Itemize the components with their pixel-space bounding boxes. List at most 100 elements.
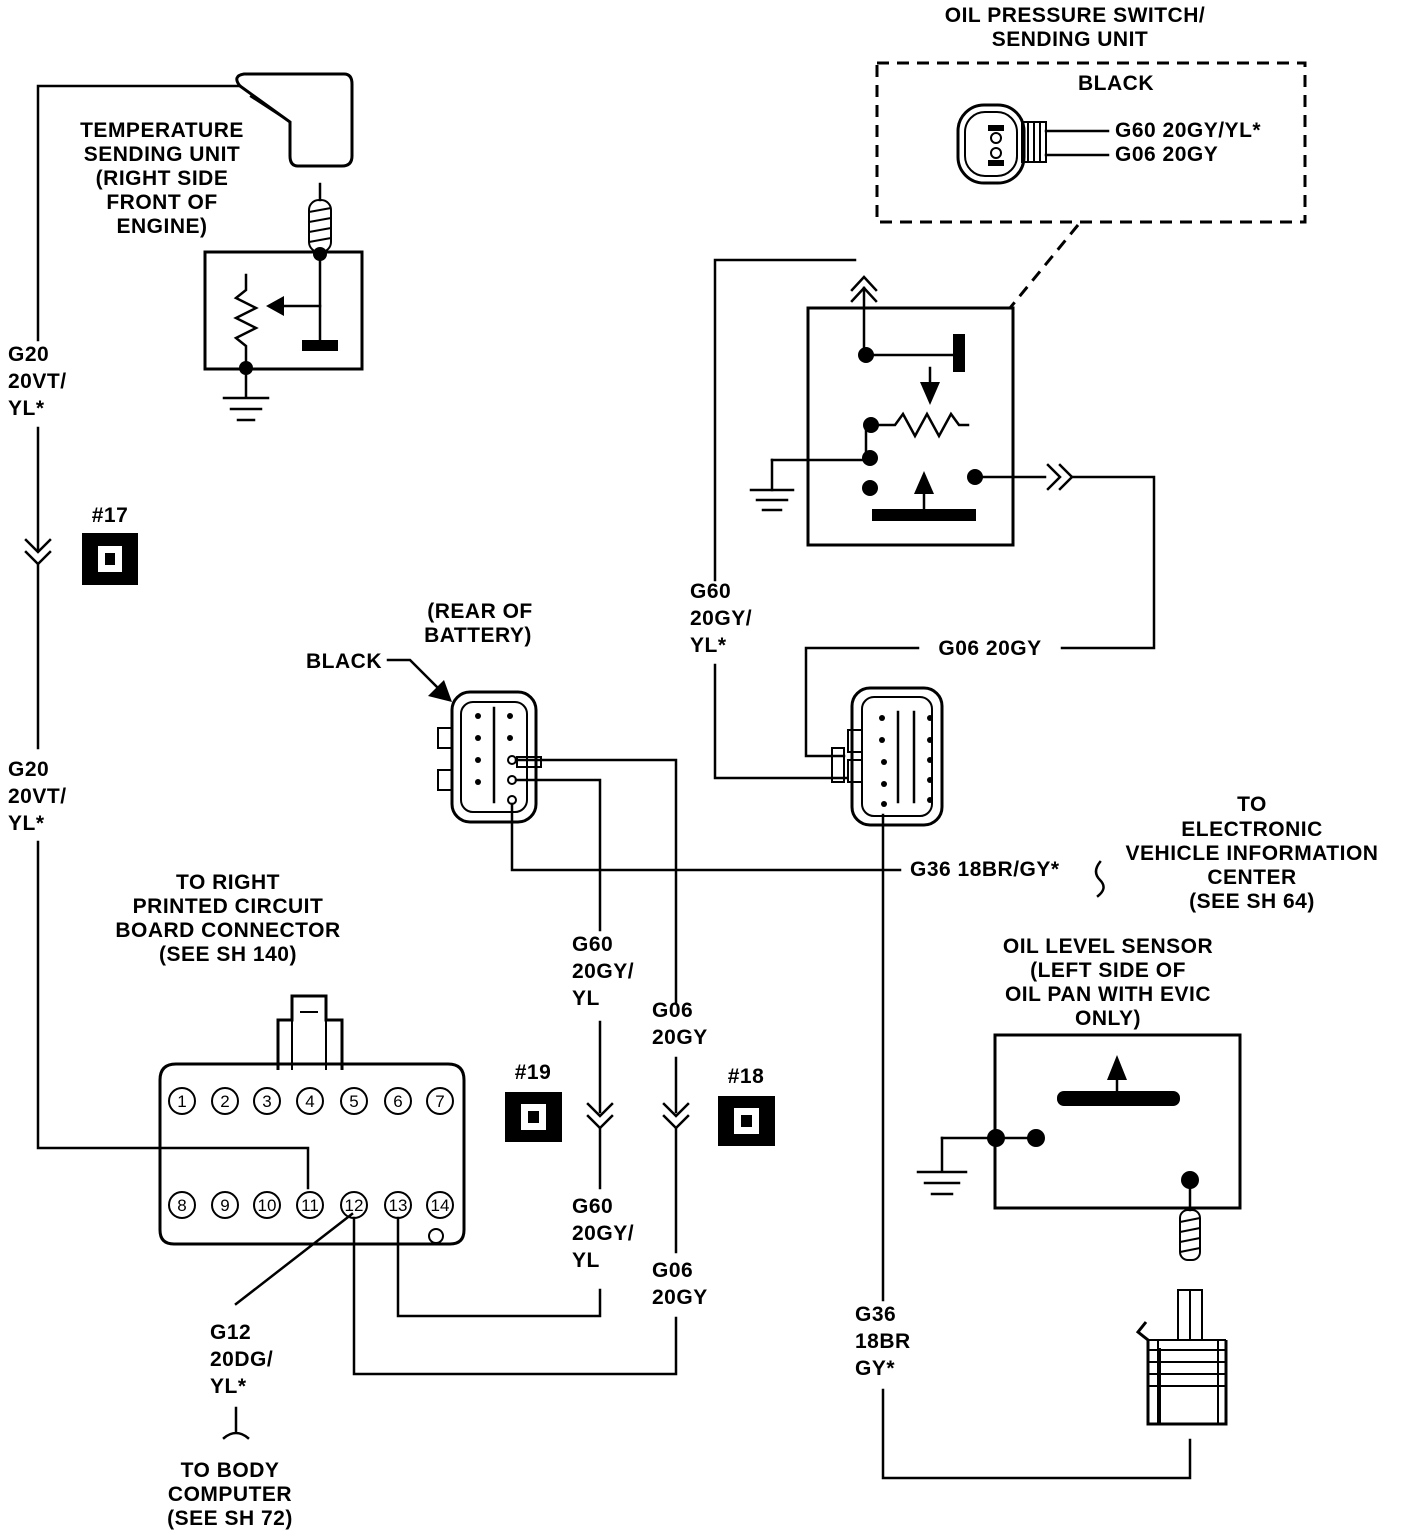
oil-level-sensor-label-2: (LEFT SIDE OF [1030, 959, 1186, 982]
right-connector [831, 686, 944, 827]
splice-17-label: #17 [92, 504, 129, 527]
oil-level-sensor: OIL LEVEL SENSOR (LEFT SIDE OF OIL PAN W… [916, 935, 1242, 1426]
pin-6: 6 [393, 1092, 402, 1111]
wire-g60-mid-lower-label-3: YL [572, 1249, 600, 1272]
pin-10: 10 [258, 1196, 277, 1215]
oil-pressure-wire-g06: G06 20GY [1115, 143, 1218, 166]
wire-g20-lower-label-1: G20 [8, 758, 49, 781]
oil-level-sensor-label-3: OIL PAN WITH EVIC [1005, 983, 1211, 1006]
wire-g60-right-label-1: G60 [690, 580, 731, 603]
wire-g60-right-label-2: 20GY/ [690, 607, 752, 630]
pin-11: 11 [301, 1196, 319, 1215]
splice-18-label: #18 [728, 1065, 765, 1088]
oil-level-sensor-label-4: ONLY) [1075, 1007, 1141, 1030]
body-computer-label-1: TO BODY [181, 1459, 280, 1482]
oil-pressure-switch-title-1: OIL PRESSURE SWITCH/ [945, 4, 1205, 27]
wire-g06-mid-upper-label-2: 20GY [652, 1026, 708, 1049]
evic-reference: G36 18BR/GY* TO ELECTRONIC VEHICLE INFOR… [910, 793, 1378, 913]
evic-label-2: ELECTRONIC [1181, 818, 1323, 841]
wire-g20-lower-label-2: 20VT/ [8, 785, 67, 808]
wire-g36-lower-label-1: G36 [855, 1303, 896, 1326]
wire-g60-mid-upper-label-3: YL [572, 987, 600, 1010]
splice-19-label: #19 [515, 1061, 552, 1084]
pin-13: 13 [389, 1196, 408, 1215]
battery-connector-label-1: (REAR OF [427, 600, 533, 623]
pin-12: 12 [345, 1196, 364, 1215]
splice-17: #17 [82, 504, 138, 585]
wire-g20-lower-label-3: YL* [8, 812, 45, 835]
temperature-sending-unit: TEMPERATURE SENDING UNIT (RIGHT SIDE FRO… [80, 72, 364, 422]
temp-sender-label-5: ENGINE) [116, 215, 207, 238]
pcb-connector-label-2: PRINTED CIRCUIT [133, 895, 324, 918]
wire-g60-mid-lower-label-1: G60 [572, 1195, 613, 1218]
oil-pressure-switch-group: OIL PRESSURE SWITCH/ SENDING UNIT BLACK … [875, 4, 1307, 309]
callout-dashed-leader [1008, 224, 1080, 309]
wire-g06-mid-lower-label-1: G06 [652, 1259, 693, 1282]
wire-g60-mid-upper-label-2: 20GY/ [572, 960, 634, 983]
wire-g12-label-1: G12 [210, 1321, 251, 1344]
wire-g20-upper-label-1: G20 [8, 343, 49, 366]
oil-level-sensor-plug-icon [1135, 1289, 1228, 1426]
temp-sender-connector-icon [235, 72, 354, 168]
evic-label-4: CENTER [1207, 866, 1296, 889]
pin-8: 8 [177, 1196, 186, 1215]
wire-g60-mid-upper-label-1: G60 [572, 933, 613, 956]
oil-pressure-switch-title-2: SENDING UNIT [992, 28, 1149, 51]
oil-pressure-connector-color: BLACK [1078, 72, 1154, 95]
wire-g20: G20 20VT/ YL* G20 20VT/ YL* [8, 84, 310, 1190]
evic-wire-label: G36 18BR/GY* [910, 858, 1060, 881]
oil-pressure-connector-icon [956, 103, 1047, 185]
body-computer-label-3: (SEE SH 72) [167, 1507, 293, 1530]
wire-g06-mid-lower-label-2: 20GY [652, 1286, 708, 1309]
temp-sender-box [203, 250, 364, 371]
body-computer-label-2: COMPUTER [168, 1483, 292, 1506]
temp-sender-label-1: TEMPERATURE [80, 119, 244, 142]
evic-label-3: VEHICLE INFORMATION [1126, 842, 1379, 865]
pcb-connector-pins-top: 1 2 3 4 5 6 7 [168, 1087, 454, 1115]
pcb-connector-group: TO RIGHT PRINTED CIRCUIT BOARD CONNECTOR… [115, 871, 466, 1246]
pcb-connector-label-3: BOARD CONNECTOR [115, 919, 340, 942]
oil-pressure-switch-box [806, 306, 1015, 547]
oil-level-sensor-label-1: OIL LEVEL SENSOR [1003, 935, 1213, 958]
splice-18: #18 [718, 1065, 775, 1146]
pcb-connector-label-4: (SEE SH 140) [159, 943, 297, 966]
temp-sender-label-2: SENDING UNIT [84, 143, 241, 166]
battery-connector-label-2: BATTERY) [424, 624, 532, 647]
wire-g12-label-2: 20DG/ [210, 1348, 273, 1371]
wire-g60-right-label-3: YL* [690, 634, 727, 657]
pcb-connector-icon [158, 1062, 466, 1246]
pcb-connector-label-1: TO RIGHT [176, 871, 280, 894]
wire-g20-upper-label-3: YL* [8, 397, 45, 420]
wire-g36-lower-label-2: 18BR [855, 1330, 911, 1353]
right-connector-icon [850, 686, 944, 827]
battery-connector: (REAR OF BATTERY) BLACK [306, 600, 542, 824]
wire-g20-upper-label-2: 20VT/ [8, 370, 67, 393]
pin-7: 7 [435, 1092, 444, 1111]
splice-19: #19 [505, 1061, 562, 1142]
wire-g06-mid-upper-label-1: G06 [652, 999, 693, 1022]
evic-continuation-icon [1094, 860, 1105, 898]
temp-sender-label-4: FRONT OF [106, 191, 217, 214]
pcb-connector-pins-bottom: 8 9 10 11 12 13 14 [168, 1191, 454, 1219]
pin-2: 2 [220, 1092, 229, 1111]
battery-connector-color: BLACK [306, 650, 382, 673]
pin-4: 4 [305, 1092, 314, 1111]
oil-pressure-wire-g60: G60 20GY/YL* [1115, 119, 1261, 142]
wire-g12-label-3: YL* [210, 1375, 247, 1398]
wire-g36-lower-label-3: GY* [855, 1357, 895, 1380]
pin-9: 9 [220, 1196, 229, 1215]
wire-g06-top-label: G06 20GY [938, 637, 1041, 660]
body-computer-continuation-icon [222, 1406, 250, 1440]
oil-level-sensor-box [993, 1033, 1242, 1210]
pin-5: 5 [349, 1092, 358, 1111]
evic-label-1: TO [1237, 793, 1267, 816]
pin-3: 3 [262, 1092, 271, 1111]
evic-label-5: (SEE SH 64) [1189, 890, 1315, 913]
pin-1: 1 [177, 1092, 186, 1111]
pin-14: 14 [431, 1196, 450, 1215]
oil-pressure-connector-dashed-box [875, 61, 1307, 224]
wire-g60-mid-lower-label-2: 20GY/ [572, 1222, 634, 1245]
oil-pressure-switch-body [749, 275, 1156, 650]
temp-sender-label-3: (RIGHT SIDE [96, 167, 229, 190]
